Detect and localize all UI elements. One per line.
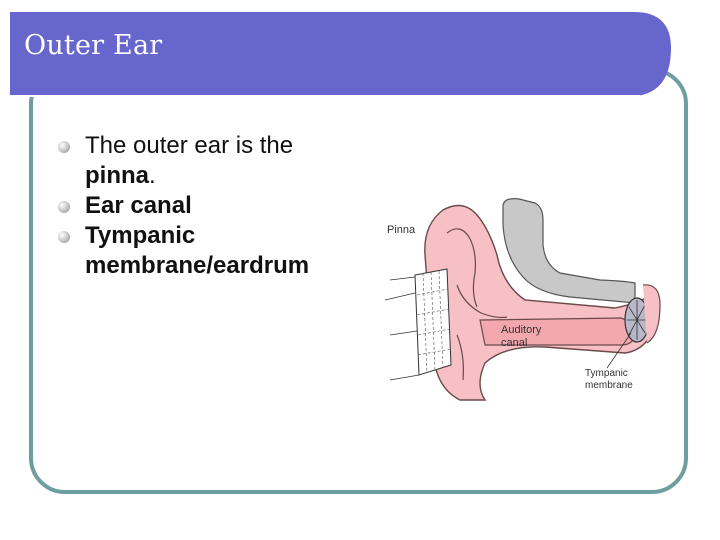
slide-title: Outer Ear [24,30,163,61]
bullet-bold-text: pinna [85,162,149,189]
bullet-item: The outer ear is the pinna. [58,131,358,191]
bullet-icon [58,201,70,213]
bullet-icon [58,141,70,153]
tympanic-label-line2: membrane [585,380,633,391]
auditory-label-line1: Auditory [501,324,542,336]
auditory-label-line2: canal [501,337,527,349]
outer-ear-diagram: Pinna Auditory canal Tympanic membrane [385,198,661,401]
bullet-item: Tympanic membrane/eardrum [58,221,358,281]
bullet-icon [58,231,70,243]
title-bar [10,12,671,96]
bullet-bold-text: Tympanic membrane/eardrum [85,222,310,279]
tympanic-label-line1: Tympanic [585,368,628,379]
bullet-list: The outer ear is the pinna. Ear canal Ty… [58,131,358,281]
bullet-text: The outer ear is the [85,132,294,159]
bone-region [502,198,636,304]
bullet-item: Ear canal [58,191,358,221]
bullet-bold-text: Ear canal [85,192,192,219]
bullet-tail: . [149,162,156,189]
pinna-label: Pinna [387,224,416,236]
